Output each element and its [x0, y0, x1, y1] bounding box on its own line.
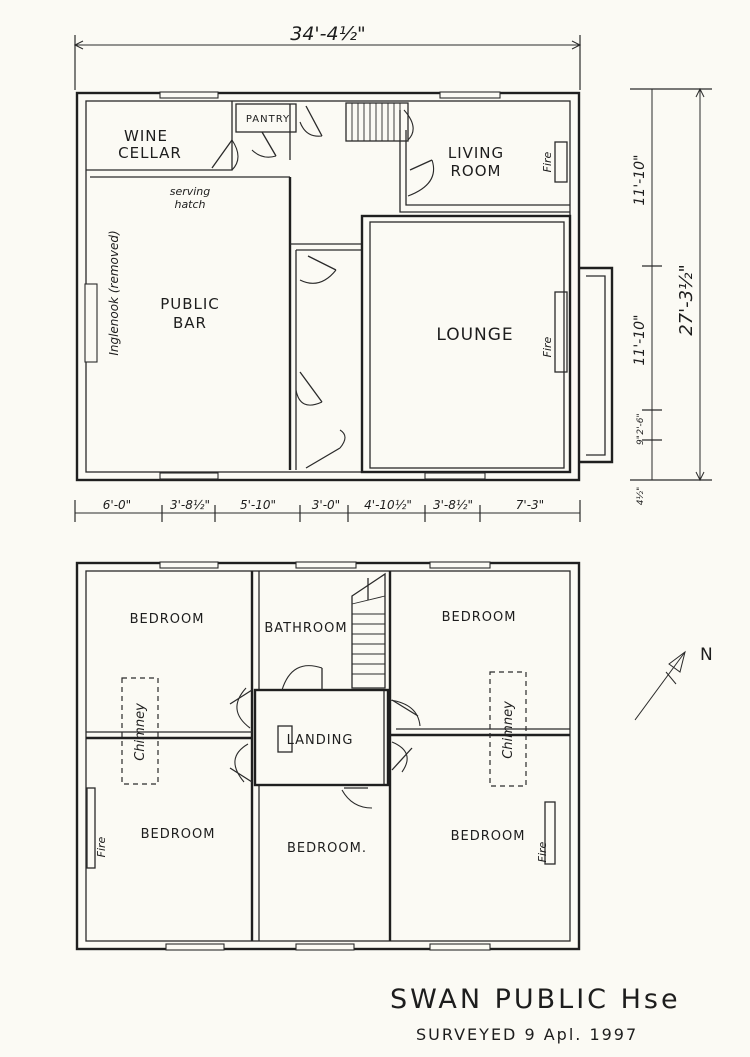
room-label-bedroom-nw: BEDROOM	[130, 612, 205, 627]
room-label-bedroom-sw: BEDROOM	[141, 827, 216, 842]
note-fire-left: Fire	[95, 836, 108, 857]
note-serving: serving	[170, 185, 211, 198]
room-label-room: ROOM	[451, 162, 502, 180]
note-fire-lounge: Fire	[541, 336, 554, 357]
width-dim-1: 6'-0"	[103, 498, 131, 512]
first-floor-plan: BEDROOM BATHROOM BEDROOM LANDING BEDROOM…	[75, 561, 581, 951]
north-label: N	[700, 645, 713, 665]
room-label-cellar: CELLAR	[118, 144, 182, 162]
width-dim-4: 3'-0"	[312, 498, 340, 512]
note-chimney-left: Chimney	[133, 703, 148, 761]
room-label-bedroom-s: BEDROOM.	[287, 841, 367, 856]
depth-dim-3: 9"	[636, 435, 646, 445]
room-label-wine: WINE	[124, 127, 168, 145]
note-hatch: hatch	[174, 198, 205, 211]
width-dimension-chain: 6'-0" 3'-8½" 5'-10" 3'-0" 4'-10½" 3'-8½"…	[74, 498, 581, 522]
overall-depth-label: 27'-3½"	[676, 264, 697, 336]
width-dim-5: 4'-10½"	[364, 498, 412, 512]
width-dim-2: 3'-8½"	[170, 498, 210, 512]
room-label-bar: BAR	[173, 314, 207, 332]
room-label-bedroom-ne: BEDROOM	[442, 610, 517, 625]
depth-dim-2: 11'-10"	[632, 315, 648, 366]
overall-width-dimension: 34'-4½"	[73, 23, 582, 90]
title-block: SWAN PUBLIC Hse SURVEYED 9 Apl. 1997	[390, 984, 681, 1044]
room-label-pantry: PANTRY	[246, 114, 290, 125]
room-label-living: LIVING	[448, 144, 504, 162]
note-fire-right: Fire	[536, 841, 549, 862]
room-label-public: PUBLIC	[160, 295, 220, 313]
width-dim-3: 5'-10"	[240, 498, 276, 512]
overall-width-label: 34'-4½"	[290, 23, 366, 45]
depth-dim-1: 11'-10"	[632, 155, 648, 206]
depth-dimensions: 11'-10" 11'-10" 9" 2'-6" 4½" 27'-3½"	[630, 87, 712, 506]
north-arrow: N	[634, 645, 713, 721]
depth-dim-5: 4½"	[636, 487, 646, 506]
note-chimney-right: Chimney	[501, 701, 516, 759]
room-label-bedroom-se: BEDROOM	[451, 829, 526, 844]
width-dim-7: 7'-3"	[516, 498, 544, 512]
width-dim-6: 3'-8½"	[433, 498, 473, 512]
title-main: SWAN PUBLIC Hse	[390, 984, 681, 1015]
note-fire-living: Fire	[541, 151, 554, 172]
note-inglenook: Inglenook (removed)	[107, 230, 121, 355]
ground-floor-plan: WINE CELLAR PANTRY LIVING ROOM PUBLIC BA…	[75, 91, 614, 482]
room-label-bathroom: BATHROOM	[264, 621, 347, 636]
room-label-lounge: LOUNGE	[436, 325, 513, 345]
title-surveyed: SURVEYED 9 Apl. 1997	[416, 1025, 638, 1044]
room-label-landing: LANDING	[287, 733, 354, 748]
depth-dim-4: 2'-6"	[636, 413, 646, 434]
